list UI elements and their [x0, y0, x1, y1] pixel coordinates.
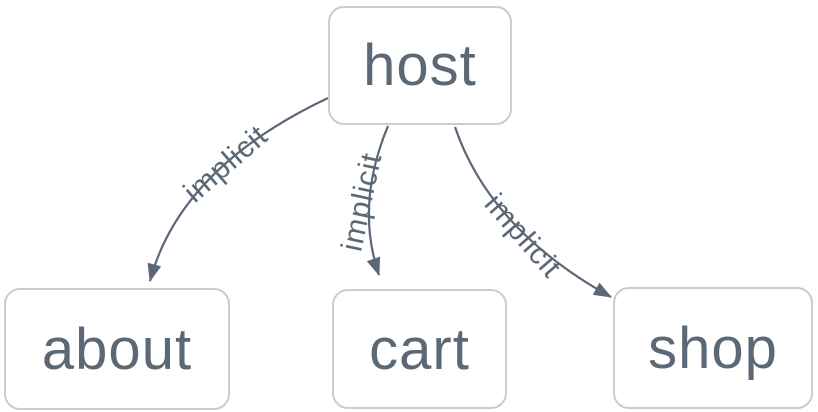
node-cart-label: cart: [369, 316, 470, 382]
edge-label-host-cart: implicit: [335, 150, 388, 254]
node-about: about: [4, 288, 230, 410]
edge-host-cart: [366, 125, 390, 276]
edge-label-host-shop: implicit: [478, 188, 568, 285]
node-shop-label: shop: [648, 315, 778, 381]
edge-host-shop: [453, 126, 612, 298]
node-cart: cart: [332, 289, 507, 409]
node-host-label: host: [363, 33, 477, 98]
node-about-label: about: [41, 316, 193, 382]
node-shop: shop: [613, 287, 813, 409]
edge-label-host-about: implicit: [178, 119, 275, 209]
node-host: host: [328, 6, 512, 125]
edge-host-about: [147, 97, 329, 282]
